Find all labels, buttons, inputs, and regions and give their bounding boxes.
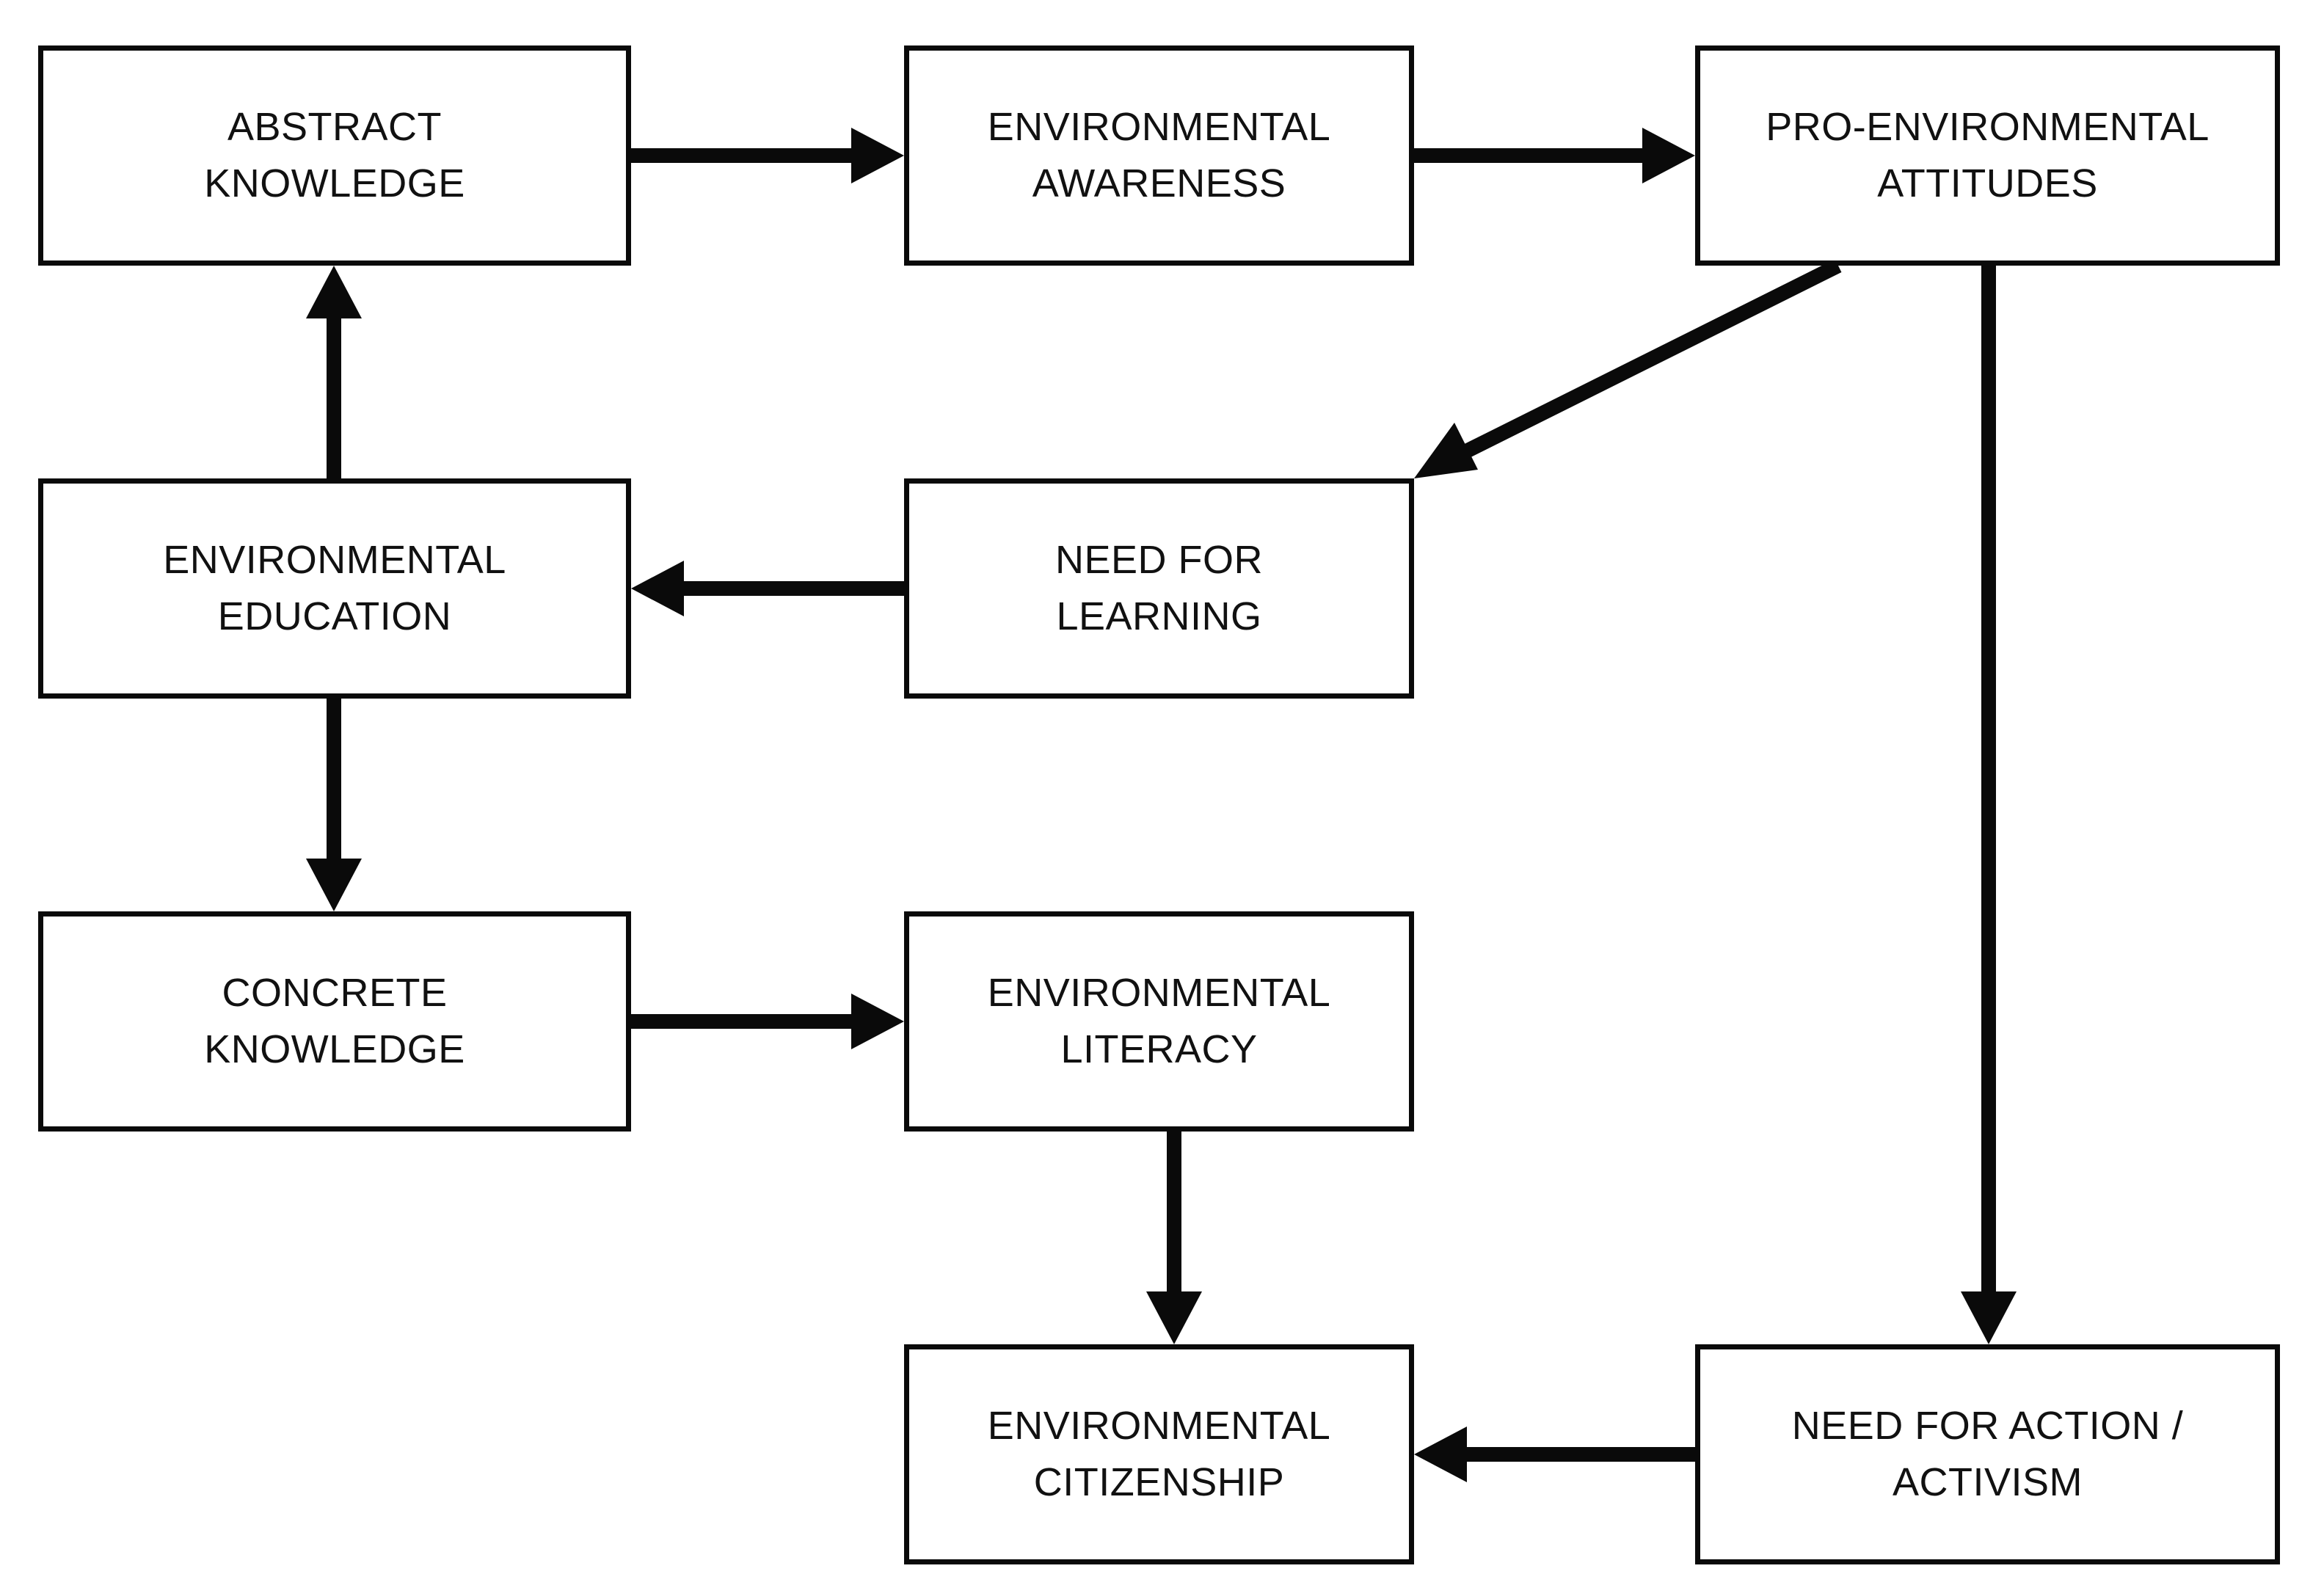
node-need-for-learning[interactable]: NEED FOR LEARNING bbox=[904, 478, 1414, 699]
arrow-abstract-knowledge-to-environmental-awareness bbox=[631, 128, 904, 183]
node-concrete-knowledge[interactable]: CONCRETE KNOWLEDGE bbox=[38, 911, 631, 1132]
node-label: ENVIRONMENTAL AWARENESS bbox=[987, 105, 1331, 205]
node-abstract-knowledge[interactable]: ABSTRACT KNOWLEDGE bbox=[38, 45, 631, 266]
node-label: ENVIRONMENTAL CITIZENSHIP bbox=[987, 1404, 1331, 1504]
arrow-need-for-learning-to-environmental-education bbox=[631, 561, 904, 616]
arrow-environmental-education-to-abstract-knowledge bbox=[306, 266, 362, 478]
node-label: PRO-ENVIRONMENTAL ATTITUDES bbox=[1766, 105, 2210, 205]
node-environmental-citizenship[interactable]: ENVIRONMENTAL CITIZENSHIP bbox=[904, 1344, 1414, 1564]
node-label: NEED FOR LEARNING bbox=[1054, 538, 1264, 638]
arrow-environmental-education-to-concrete-knowledge bbox=[306, 699, 362, 911]
node-label: CONCRETE KNOWLEDGE bbox=[204, 971, 465, 1071]
arrow-concrete-knowledge-to-environmental-literacy bbox=[631, 994, 904, 1049]
node-environmental-literacy[interactable]: ENVIRONMENTAL LITERACY bbox=[904, 911, 1414, 1132]
arrow-environmental-literacy-to-environmental-citizenship bbox=[1146, 1132, 1202, 1344]
node-pro-environmental-attitudes[interactable]: PRO-ENVIRONMENTAL ATTITUDES bbox=[1695, 45, 2280, 266]
node-environmental-education[interactable]: ENVIRONMENTAL EDUCATION bbox=[38, 478, 631, 699]
arrow-pro-environmental-attitudes-to-need-for-learning bbox=[1414, 259, 1842, 478]
arrow-need-for-action-to-environmental-citizenship bbox=[1414, 1426, 1695, 1482]
node-need-for-action-activism[interactable]: NEED FOR ACTION / ACTIVISM bbox=[1695, 1344, 2280, 1564]
node-label: NEED FOR ACTION / ACTIVISM bbox=[1791, 1404, 2184, 1504]
arrow-pro-environmental-attitudes-to-need-for-action bbox=[1961, 266, 2017, 1344]
node-environmental-awareness[interactable]: ENVIRONMENTAL AWARENESS bbox=[904, 45, 1414, 266]
node-label: ABSTRACT KNOWLEDGE bbox=[204, 105, 465, 205]
arrow-environmental-awareness-to-pro-environmental-attitudes bbox=[1414, 128, 1695, 183]
node-label: ENVIRONMENTAL EDUCATION bbox=[163, 538, 506, 638]
node-label: ENVIRONMENTAL LITERACY bbox=[987, 971, 1331, 1071]
